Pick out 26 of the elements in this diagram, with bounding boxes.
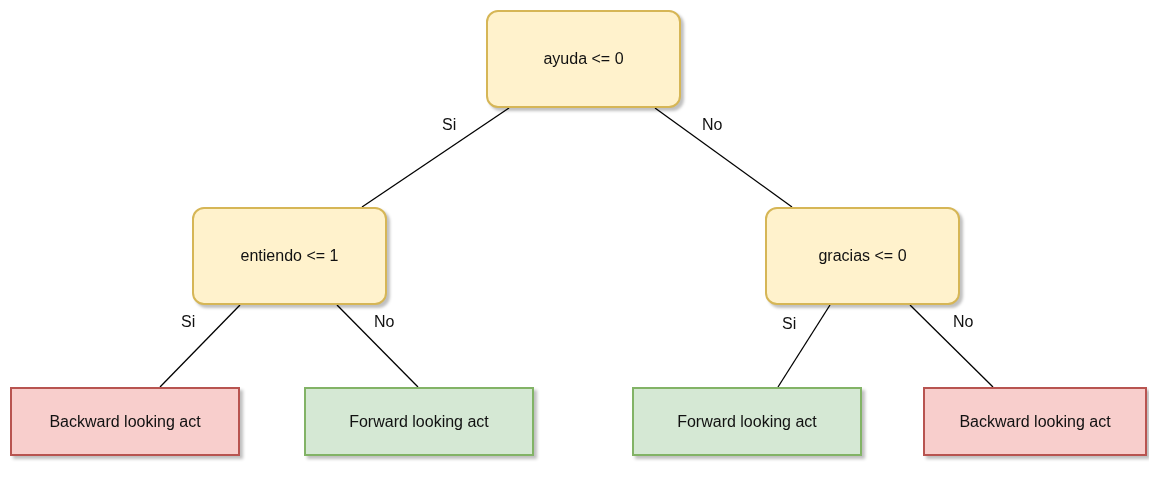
node-label: gracias <= 0 xyxy=(818,247,907,265)
leaf-box xyxy=(304,387,534,456)
edge-label: No xyxy=(702,116,723,134)
node-label: Backward looking act xyxy=(49,412,201,431)
node-label: Backward looking act xyxy=(959,412,1111,431)
decision-box xyxy=(765,207,960,305)
connector-line xyxy=(777,304,831,388)
connector-line xyxy=(336,304,419,388)
connector-line xyxy=(159,304,241,388)
edge-label: Si xyxy=(181,313,196,331)
node-label: ayuda <= 0 xyxy=(543,50,624,68)
connector-line xyxy=(909,304,994,388)
leaf-box xyxy=(923,387,1147,456)
decision-box xyxy=(486,10,681,108)
edge-label: No xyxy=(374,313,395,331)
node-label: Forward looking act xyxy=(349,412,489,431)
connector-line xyxy=(654,107,793,208)
node-label: Forward looking act xyxy=(677,412,817,431)
edge-label: No xyxy=(953,313,974,331)
edge-label: Si xyxy=(782,315,797,333)
edge-label: Si xyxy=(442,116,457,134)
leaf-box xyxy=(632,387,862,456)
leaf-box xyxy=(10,387,240,456)
connector-line xyxy=(361,107,510,208)
node-label: entiendo <= 1 xyxy=(240,247,339,265)
decision-box xyxy=(192,207,387,305)
